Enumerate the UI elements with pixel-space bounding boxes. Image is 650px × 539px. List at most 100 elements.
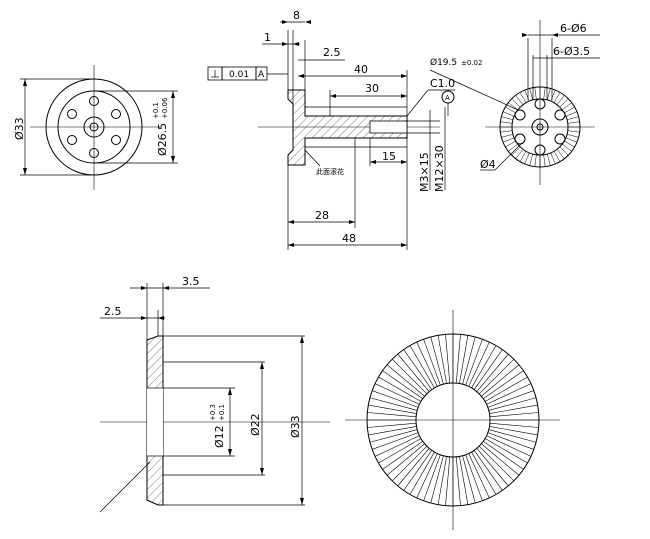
tol-datum: A	[258, 70, 265, 80]
knurl-line	[486, 383, 532, 405]
knurl-line	[430, 455, 444, 504]
datum-circle-label: A	[445, 94, 450, 102]
knurl-line	[445, 456, 451, 506]
knurl-line	[471, 345, 497, 389]
knurl-line	[488, 429, 537, 443]
knurl-line	[416, 453, 438, 499]
knurl-line	[502, 137, 515, 143]
knurl-line	[489, 412, 539, 418]
knurl-line	[478, 445, 515, 482]
knurl-line	[524, 89, 530, 102]
knurl-line	[547, 88, 551, 101]
sec-15-label: 15	[382, 150, 396, 163]
lower-section-view: 3.5 2.5 Ø12 +0.3 +0.1 Ø22 Ø33	[99, 275, 330, 513]
right-phi4-label: Ø4	[480, 158, 496, 171]
end-view: 6-Ø6 6-Ø3.5 Ø19.5 ±0.02 Ø4	[429, 20, 600, 185]
knurled-face-view	[345, 310, 560, 530]
knurl-line	[368, 426, 417, 436]
knurl-line	[391, 445, 428, 482]
knurl-line	[556, 149, 565, 159]
knurl-line	[382, 440, 423, 470]
knurl-line	[508, 102, 518, 111]
knurl-line	[374, 435, 420, 457]
knurl-line	[562, 143, 572, 152]
knurl-line	[367, 422, 417, 428]
knurl-line	[382, 370, 423, 400]
knurl-line	[515, 95, 524, 105]
knurl-line	[437, 456, 447, 505]
knurl-line	[553, 92, 561, 103]
knurl-line	[465, 454, 483, 501]
low-dia12-tol-up: +0.3	[209, 404, 217, 421]
knurl-line	[423, 339, 441, 386]
knurl-line	[547, 153, 551, 166]
knurl-line	[369, 397, 418, 411]
knurl-line	[565, 137, 578, 143]
knurl-line	[559, 98, 569, 108]
knurl-line	[519, 92, 527, 103]
knurl-line	[455, 456, 461, 506]
knurl-line	[476, 353, 509, 392]
sec-28-label: 28	[315, 209, 329, 222]
front-tol-up: +0.1	[152, 102, 160, 119]
tol-value: 0.01	[229, 70, 249, 80]
knurl-line	[476, 448, 509, 487]
front-dia26-label: Ø26.5	[156, 123, 169, 156]
low-3-5-label: 3.5	[182, 275, 200, 288]
front-view: Ø33 Ø26.5 +0.1 +0.06	[13, 65, 178, 190]
sec-knurl-note: 此面滚花	[316, 167, 344, 176]
sec-c1-label: C1.0	[430, 77, 455, 90]
knurl-line	[459, 456, 469, 505]
knurl-line	[564, 140, 575, 148]
knurl-line	[562, 102, 572, 111]
knurl-line	[534, 154, 537, 167]
sec-m3-label: M3×15	[418, 152, 431, 192]
knurl-line	[372, 390, 419, 408]
knurl-line	[511, 98, 521, 108]
knurl-line	[567, 121, 580, 124]
knurl-line	[489, 422, 539, 428]
knurl-line	[403, 349, 433, 390]
knurl-line	[465, 339, 483, 386]
sec-40-label: 40	[354, 63, 368, 76]
knurl-line	[500, 130, 513, 133]
knurl-line	[386, 443, 425, 476]
knurl-line	[367, 412, 417, 418]
knurl-line	[553, 151, 561, 162]
knurl-line	[471, 451, 497, 495]
knurl-line	[505, 140, 516, 148]
knurl-line	[416, 341, 438, 387]
knurl-line	[487, 432, 534, 450]
knurl-line	[397, 353, 430, 392]
knurl-line	[487, 390, 534, 408]
knurl-line	[566, 134, 579, 138]
knurl-line	[378, 438, 422, 464]
knurl-line	[374, 383, 420, 405]
knurl-line	[559, 146, 569, 156]
knurl-line	[502, 111, 515, 117]
knurl-line	[488, 397, 537, 411]
knurl-line	[423, 454, 441, 501]
knurl-line	[567, 130, 580, 133]
knurl-line	[468, 453, 490, 499]
low-2-5-label: 2.5	[104, 305, 122, 318]
knurl-line	[409, 451, 435, 495]
knurl-line	[519, 151, 527, 162]
knurl-line	[391, 358, 428, 395]
low-dia33-label: Ø33	[289, 415, 302, 438]
knurl-line	[511, 146, 521, 156]
sec-48-label: 48	[342, 232, 356, 245]
knurl-line	[462, 455, 476, 504]
knurl-line	[437, 335, 447, 384]
knurl-line	[565, 111, 578, 117]
knurl-line	[481, 443, 520, 476]
knurl-line	[369, 429, 418, 443]
knurl-line	[550, 152, 556, 165]
knurl-line	[489, 426, 538, 436]
knurl-line	[481, 364, 520, 397]
knurl-line	[473, 349, 503, 390]
knurl-line	[515, 149, 524, 159]
right-6phi35-label: 6-Ø3.5	[553, 45, 590, 58]
knurl-line	[378, 376, 422, 402]
